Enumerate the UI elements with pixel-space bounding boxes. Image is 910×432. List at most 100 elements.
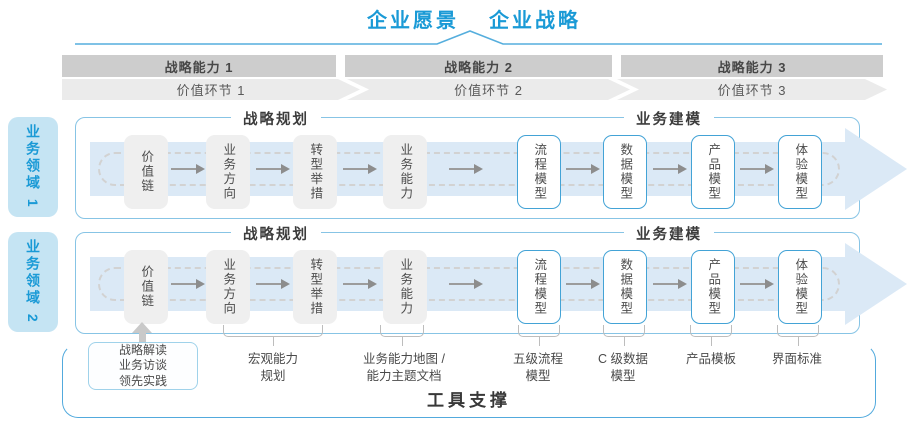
planning-header: 战略规划 <box>231 108 321 129</box>
enterprise-vision-title: 企业愿景 <box>367 10 459 32</box>
arrow-up-stem-icon <box>139 332 146 343</box>
arrow-right-icon <box>740 279 774 289</box>
arrow-right-icon <box>566 164 600 174</box>
capability-segment-2: 战略能力 2 <box>345 55 612 77</box>
planning-header: 战略规划 <box>231 223 321 244</box>
arrow-right-icon <box>256 164 290 174</box>
tool-support-label: 工具支撑 <box>427 391 511 410</box>
node-business-direction: 业务方向 <box>206 135 250 209</box>
note-line: 宏观能力 <box>247 352 298 366</box>
note-line: 产品模板 <box>685 352 736 366</box>
practice-line: 业务访谈 <box>118 358 167 373</box>
node-label: 业务能力 <box>398 143 413 201</box>
node-label: 转型举措 <box>308 143 323 201</box>
practice-line: 战略解读 <box>118 342 167 357</box>
node-product-model: 产品模型 <box>691 135 735 209</box>
domain-tag-2-label: 业务领域 2 <box>25 239 41 325</box>
bracket-connector-icon <box>223 325 323 346</box>
note-product-template: 产品模板 <box>641 351 781 368</box>
arrow-right-icon <box>171 279 205 289</box>
node-label: 产品模型 <box>706 258 721 316</box>
bracket-connector-icon <box>603 325 645 346</box>
note-line: 模型 <box>525 368 551 383</box>
note-line: 业务能力地图 / <box>363 352 445 366</box>
domain-row-2: 战略规划 业务建模 价值链 业务方向 转型举措 业务能力 流程模型 数据模型 产… <box>75 223 907 334</box>
dashed-track-icon <box>98 152 840 186</box>
note-data-model: C 级数据 模型 <box>553 351 693 385</box>
note-ui-standard: 界面标准 <box>727 351 867 368</box>
domain-tag-1-label: 业务领域 1 <box>25 124 41 210</box>
node-label: 体验模型 <box>793 258 808 316</box>
node-label: 业务方向 <box>221 258 236 316</box>
arrow-up-icon <box>132 322 152 333</box>
node-business-capability: 业务能力 <box>383 250 427 324</box>
arrow-right-icon <box>566 279 600 289</box>
capability-segment-3: 战略能力 3 <box>621 55 883 77</box>
tool-support-container: 工具支撑 <box>62 344 876 418</box>
flow-arrow-head-icon <box>845 243 907 325</box>
node-business-capability: 业务能力 <box>383 135 427 209</box>
node-experience-model: 体验模型 <box>778 135 822 209</box>
node-label: 业务方向 <box>221 143 236 201</box>
arrow-right-icon <box>449 164 483 174</box>
arrow-right-icon <box>343 279 377 289</box>
note-line: 界面标准 <box>771 352 822 366</box>
practice-line: 领先实践 <box>118 373 167 388</box>
node-transformation-initiative: 转型举措 <box>293 135 337 209</box>
enterprise-strategy-title: 企业战略 <box>489 10 581 32</box>
arrow-right-icon <box>171 164 205 174</box>
node-label: 体验模型 <box>793 143 808 201</box>
bracket-connector-icon <box>777 325 819 346</box>
node-process-model: 流程模型 <box>517 135 561 209</box>
vision-pointer-line-icon <box>75 30 882 45</box>
node-value-chain: 价值链 <box>124 135 168 209</box>
modeling-header: 业务建模 <box>624 108 714 129</box>
bracket-connector-icon <box>690 325 732 346</box>
modeling-header: 业务建模 <box>624 223 714 244</box>
domain-tag-1: 业务领域 1 <box>8 117 58 217</box>
arrow-right-icon <box>449 279 483 289</box>
note-line: C 级数据 <box>597 352 648 366</box>
note-line: 五级流程 <box>512 352 563 366</box>
arrow-right-icon <box>653 164 687 174</box>
node-data-model: 数据模型 <box>603 250 647 324</box>
domain-tag-2: 业务领域 2 <box>8 232 58 332</box>
arrow-right-icon <box>653 279 687 289</box>
node-label: 流程模型 <box>532 143 547 201</box>
node-label: 转型举措 <box>308 258 323 316</box>
capability-segment-1: 战略能力 1 <box>62 55 336 77</box>
node-label: 产品模型 <box>706 143 721 201</box>
note-capability-map: 业务能力地图 / 能力主题文档 <box>334 351 474 385</box>
value-chevron-2: 价值环节 2 <box>347 79 630 100</box>
node-transformation-initiative: 转型举措 <box>293 250 337 324</box>
flow-arrow-head-icon <box>845 128 907 210</box>
node-label: 流程模型 <box>532 258 547 316</box>
node-data-model: 数据模型 <box>603 135 647 209</box>
practice-note-box: 战略解读 业务访谈 领先实践 <box>88 342 198 390</box>
note-line: 能力主题文档 <box>366 368 442 383</box>
note-process-model: 五级流程 模型 <box>468 351 608 385</box>
node-label: 价值链 <box>139 265 154 309</box>
bracket-connector-icon <box>380 325 424 346</box>
domain-row-1: 战略规划 业务建模 价值链 业务方向 转型举措 业务能力 流程模型 数据模型 产… <box>75 108 907 219</box>
note-line: 规划 <box>260 368 286 383</box>
note-line: 模型 <box>610 368 636 383</box>
node-product-model: 产品模型 <box>691 250 735 324</box>
node-process-model: 流程模型 <box>517 250 561 324</box>
dashed-track-icon <box>98 267 840 301</box>
node-label: 业务能力 <box>398 258 413 316</box>
arrow-right-icon <box>256 279 290 289</box>
arrow-right-icon <box>343 164 377 174</box>
value-chevron-1: 价值环节 1 <box>62 79 360 100</box>
node-value-chain: 价值链 <box>124 250 168 324</box>
bracket-connector-icon <box>518 325 560 346</box>
node-label: 数据模型 <box>618 143 633 201</box>
title-row: 企业愿景 企业战略 <box>367 4 581 33</box>
note-macro-capability: 宏观能力 规划 <box>203 351 343 385</box>
node-label: 数据模型 <box>618 258 633 316</box>
node-label: 价值链 <box>139 150 154 194</box>
value-chevron-3: 价值环节 3 <box>617 79 887 100</box>
arrow-right-icon <box>740 164 774 174</box>
node-business-direction: 业务方向 <box>206 250 250 324</box>
